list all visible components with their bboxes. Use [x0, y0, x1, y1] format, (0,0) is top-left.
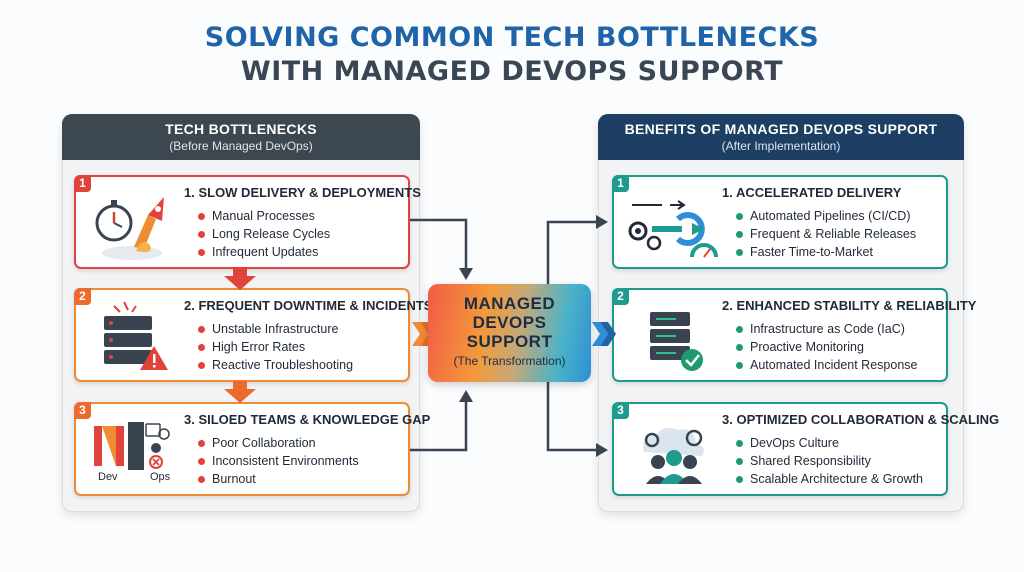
bottlenecks-subheading: (Before Managed DevOps)	[169, 139, 313, 153]
list-item: Infrastructure as Code (IaC)	[736, 320, 917, 338]
list-item: Unstable Infrastructure	[198, 320, 353, 338]
dev-label: Dev	[98, 471, 118, 483]
card-item-list: Infrastructure as Code (IaC) Proactive M…	[736, 320, 917, 374]
title-line-2: WITH MANAGED DEVOPS SUPPORT	[240, 56, 784, 87]
list-item: Infrequent Updates	[198, 243, 330, 261]
benefits-heading: BENEFITS OF MANAGED DEVOPS SUPPORT	[624, 121, 938, 137]
card-item-list: Poor Collaboration Inconsistent Environm…	[198, 434, 359, 488]
connector-top-right	[546, 220, 600, 284]
server-checkmark-icon	[650, 312, 703, 371]
card-item-list: Manual Processes Long Release Cycles Inf…	[198, 207, 330, 261]
list-item: Inconsistent Environments	[198, 452, 359, 470]
benefit-card-1: 1 1. ACCELERATED DELIVERY Automated Pipe…	[612, 175, 948, 269]
connector-bottom-right	[546, 382, 600, 452]
connector-bottom-left	[410, 398, 468, 452]
list-item: Frequent & Reliable Releases	[736, 225, 916, 243]
card-item-list: Unstable Infrastructure High Error Rates…	[198, 320, 353, 374]
benefit-card-2: 2 2. ENHANCED STABILITY & RELIABILITY In…	[612, 288, 976, 382]
down-arrow-1	[224, 268, 256, 290]
center-subtitle: (The Transformation)	[453, 354, 566, 368]
card-item-list: DevOps Culture Shared Responsibility Sca…	[736, 434, 923, 488]
card-number-badge: 3	[74, 402, 91, 419]
list-item: Manual Processes	[198, 207, 330, 225]
center-title-line: MANAGED	[463, 294, 556, 313]
ops-label: Ops	[150, 471, 171, 483]
list-item: DevOps Culture	[736, 434, 923, 452]
card-title: 3. SILOED TEAMS & KNOWLEDGE GAP	[184, 412, 431, 427]
list-item: Scalable Architecture & Growth	[736, 470, 923, 488]
list-item: Faster Time-to-Market	[736, 243, 916, 261]
list-item: Poor Collaboration	[198, 434, 359, 452]
bottlenecks-heading: TECH BOTTLENECKS	[165, 121, 317, 137]
list-item: Burnout	[198, 470, 359, 488]
center-title-line: SUPPORT	[466, 332, 553, 351]
broken-server-warning-icon	[104, 301, 168, 370]
card-title: 1. SLOW DELIVERY & DEPLOYMENTS	[184, 185, 421, 200]
bottlenecks-panel-header: TECH BOTTLENECKS (Before Managed DevOps)	[62, 114, 420, 160]
list-item: Automated Incident Response	[736, 356, 917, 374]
list-item: Long Release Cycles	[198, 225, 330, 243]
card-number-badge: 2	[74, 288, 91, 305]
dev-ops-wall-icon	[94, 422, 170, 470]
list-item: Proactive Monitoring	[736, 338, 917, 356]
card-title: 1. ACCELERATED DELIVERY	[722, 185, 902, 200]
benefits-subheading: (After Implementation)	[721, 139, 841, 153]
card-number-badge: 1	[612, 175, 629, 192]
benefit-card-3: 3 3. OPTIMIZED COLLABORATION & SCALING D…	[612, 402, 999, 496]
bottleneck-card-3: 3 Dev Ops 3. SILOED TEAMS & KNOWLEDGE GA…	[74, 402, 430, 496]
card-item-list: Automated Pipelines (CI/CD) Frequent & R…	[736, 207, 916, 261]
team-cloud-gears-icon	[643, 428, 704, 484]
list-item: High Error Rates	[198, 338, 353, 356]
card-number-badge: 1	[74, 175, 91, 192]
list-item: Shared Responsibility	[736, 452, 923, 470]
card-title: 2. ENHANCED STABILITY & RELIABILITY	[722, 298, 977, 313]
list-item: Automated Pipelines (CI/CD)	[736, 207, 916, 225]
card-number-badge: 2	[612, 288, 629, 305]
down-arrow-2	[224, 381, 256, 403]
stopwatch-rocket-icon	[95, 197, 164, 260]
benefits-panel-header: BENEFITS OF MANAGED DEVOPS SUPPORT (Afte…	[598, 114, 964, 160]
managed-devops-center-box: MANAGED DEVOPS SUPPORT (The Transformati…	[428, 284, 591, 382]
card-number-badge: 3	[612, 402, 629, 419]
connector-top-left	[410, 218, 468, 272]
list-item: Reactive Troubleshooting	[198, 356, 353, 374]
center-title-line: DEVOPS	[472, 313, 547, 332]
bottleneck-card-1: 1 1. SLOW DELIVERY & DEPLOYMENTS Manual …	[74, 175, 421, 269]
title-line-1: SOLVING COMMON TECH BOTTLENECKS	[204, 22, 820, 53]
card-title: 3. OPTIMIZED COLLABORATION & SCALING	[722, 412, 1000, 427]
chevrons-out-of-center	[592, 322, 616, 346]
pipeline-gears-gauge-icon	[628, 200, 718, 258]
card-title: 2. FREQUENT DOWNTIME & INCIDENTS	[184, 298, 433, 313]
